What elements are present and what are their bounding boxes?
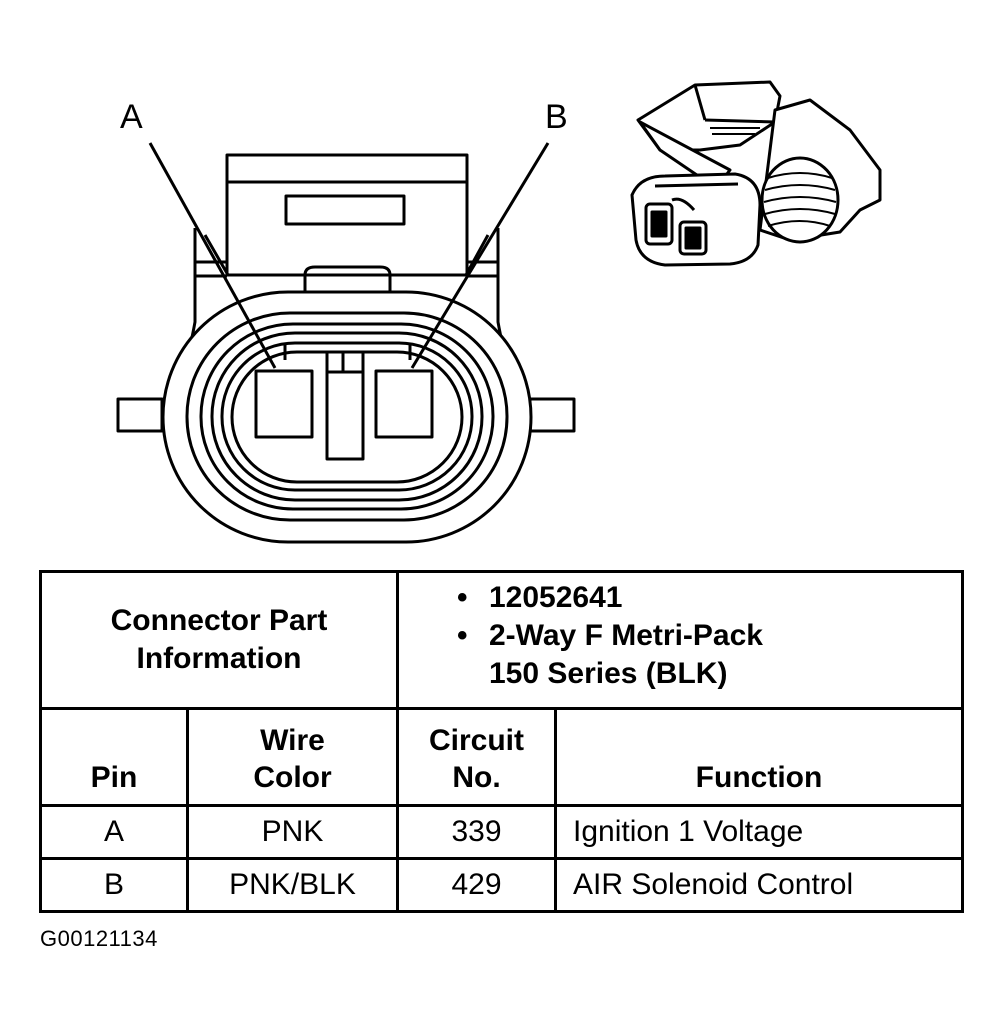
tab-window	[284, 194, 406, 226]
terminal-cavity-a	[254, 369, 314, 439]
table-row: A PNK 339 Ignition 1 Voltage	[39, 804, 964, 860]
col-header-wire-color: Wire Color	[186, 707, 399, 807]
col-header-function: Function	[554, 707, 964, 807]
leader-line-b	[410, 142, 550, 369]
terminal-cavity-b	[374, 369, 434, 439]
row-pin: A	[39, 804, 189, 860]
row-function: Ignition 1 Voltage	[554, 804, 964, 860]
part-description: 2-Way F Metri-Pack 150 Series (BLK)	[457, 617, 819, 693]
locking-tab	[225, 153, 469, 277]
connector-diagram	[116, 80, 882, 544]
side-ear-right	[528, 397, 576, 433]
row-circuit: 339	[396, 804, 557, 860]
part-info-cell: 12052641 2-Way F Metri-Pack 150 Series (…	[396, 570, 964, 710]
table-row: B PNK/BLK 429 AIR Solenoid Control	[39, 857, 964, 913]
center-key	[325, 350, 365, 461]
row-circuit: 429	[396, 857, 557, 913]
connector-iso-view	[630, 80, 882, 267]
col-header-pin: Pin	[39, 707, 189, 807]
pin-label-b: B	[545, 98, 568, 136]
row-wire-color: PNK/BLK	[186, 857, 399, 913]
side-ear-left	[116, 397, 164, 433]
row-function: AIR Solenoid Control	[554, 857, 964, 913]
figure-id: G00121134	[40, 926, 158, 951]
leader-line-a	[148, 142, 277, 369]
part-number: 12052641	[457, 579, 961, 617]
pin-label-a: A	[120, 98, 143, 136]
row-pin: B	[39, 857, 189, 913]
col-header-circuit: Circuit No.	[396, 707, 557, 807]
row-wire-color: PNK	[186, 804, 399, 860]
connector-info-table: Connector Part Information 12052641 2-Wa…	[39, 570, 964, 913]
part-info-header: Connector Part Information	[39, 570, 399, 710]
